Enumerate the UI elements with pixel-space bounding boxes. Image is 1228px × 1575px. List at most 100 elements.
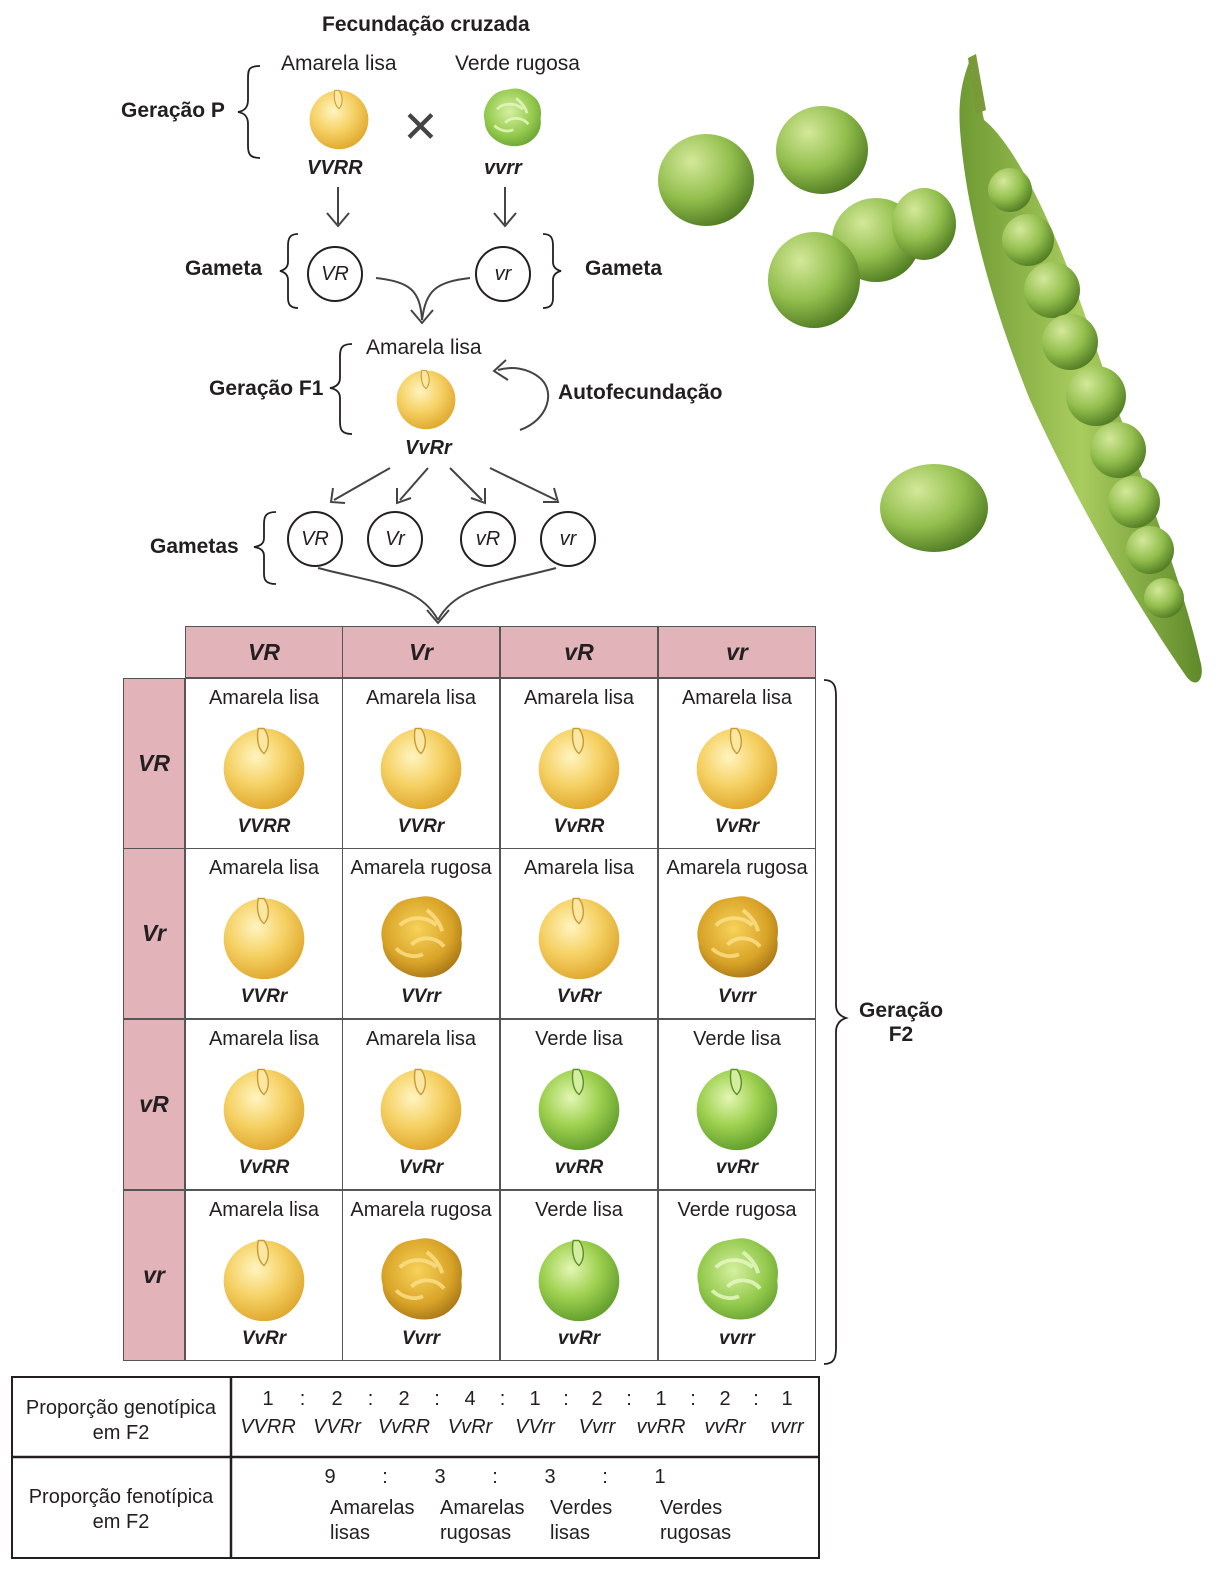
arrow <box>437 567 557 621</box>
column-header-gamete: Vr <box>342 626 500 678</box>
cell-genotype: VvRr <box>714 816 760 837</box>
gamete-left-label: Gameta <box>185 257 263 280</box>
cell-phenotype: Amarela lisa <box>365 1028 477 1050</box>
arrow <box>329 487 346 504</box>
ratio-separator: : <box>753 1388 759 1410</box>
genotypic-count: 2 <box>331 1388 343 1410</box>
cell-genotype: Vvrr <box>717 986 757 1007</box>
f2-label-line2: F2 <box>888 1023 914 1046</box>
cell-phenotype: Amarela lisa <box>365 687 477 709</box>
arrow <box>497 367 550 431</box>
cell-phenotype: Amarela rugosa <box>350 857 492 879</box>
brace <box>329 343 353 435</box>
cell-genotype: VVrr <box>401 986 441 1007</box>
row-header-gamete: vr <box>123 1190 185 1361</box>
genotypic-count: 1 <box>529 1388 541 1410</box>
cell-genotype: VvRr <box>398 1157 444 1178</box>
cross-icon: ✕ <box>402 103 439 152</box>
genotypic-count: 1 <box>262 1388 274 1410</box>
ratio-separator: : <box>367 1388 374 1410</box>
arrow <box>375 277 423 321</box>
phenotypic-ratio-label: Proporção fenotípica em F2 <box>14 1485 228 1535</box>
gametes-label: Gametas <box>150 535 239 558</box>
cell-phenotype: Amarela lisa <box>208 1028 320 1050</box>
pea-pod-photo <box>658 54 1202 683</box>
cell-phenotype: Amarela lisa <box>208 857 320 879</box>
ratio-separator: : <box>382 1466 388 1488</box>
gamete-right-label: Gameta <box>585 257 663 280</box>
cell-phenotype: Amarela lisa <box>523 687 635 709</box>
genotypic-label-line1: Proporção genotípica <box>25 1397 217 1419</box>
cell-phenotype: Amarela rugosa <box>350 1199 492 1221</box>
phenotypic-label-line1: Proporção fenotípica <box>28 1486 214 1508</box>
gamete-right-circle: vr <box>475 246 531 302</box>
cell-genotype: Vvrr <box>401 1328 441 1349</box>
genotypic-genotype: vvRR <box>636 1416 686 1438</box>
cell-phenotype: Verde lisa <box>693 1028 781 1050</box>
ratio-separator: : <box>626 1388 632 1410</box>
arrow <box>449 467 483 501</box>
brace <box>237 65 261 159</box>
phenotypic-count: 1 <box>654 1466 666 1488</box>
arrow <box>399 467 429 501</box>
cell-genotype: VvRr <box>241 1328 287 1349</box>
row-header-gamete: VR <box>123 678 185 849</box>
phenotypic-count: 3 <box>434 1466 446 1488</box>
selfing-label: Autofecundação <box>558 381 723 404</box>
f2-label-line1: Geração <box>859 999 944 1022</box>
ratio-table <box>11 1376 820 1559</box>
genotypic-genotype: Vvrr <box>578 1416 616 1438</box>
f1-generation-label: Geração F1 <box>209 377 324 400</box>
cell-genotype: VVRr <box>397 816 445 837</box>
brace <box>823 679 849 1365</box>
cell-phenotype: Amarela lisa <box>681 687 793 709</box>
brace <box>253 511 277 585</box>
arrow <box>396 488 412 505</box>
cell-genotype: vvRr <box>715 1157 759 1178</box>
f1-gamete-circle: vr <box>540 511 596 567</box>
genotypic-count: 1 <box>781 1388 793 1410</box>
cell-genotype: VVRR <box>237 816 291 837</box>
genotypic-count: 1 <box>655 1388 667 1410</box>
cell-phenotype: Amarela rugosa <box>666 857 808 879</box>
phenotypic-count: 3 <box>544 1466 556 1488</box>
arrow <box>410 309 434 325</box>
cell-genotype: vvRr <box>557 1328 601 1349</box>
cell-phenotype: Verde lisa <box>535 1199 623 1221</box>
parent-left-genotype: VVRR <box>307 157 363 179</box>
cell-phenotype: Verde rugosa <box>677 1199 797 1221</box>
cell-genotype: VVRr <box>240 986 288 1007</box>
cell-phenotype: Amarela lisa <box>208 687 320 709</box>
ratio-separator: : <box>602 1466 608 1488</box>
column-header-gamete: vr <box>658 626 816 678</box>
cell-genotype: VvRR <box>238 1157 290 1178</box>
f1-gamete-circle: VR <box>287 511 343 567</box>
ratio-separator: : <box>492 1466 498 1488</box>
brace <box>542 233 562 309</box>
genotypic-count: 2 <box>719 1388 731 1410</box>
genotypic-genotype: VvRr <box>447 1416 493 1438</box>
ratio-separator: : <box>563 1388 569 1410</box>
row-header-gamete: Vr <box>123 848 185 1019</box>
cell-genotype: VvRr <box>556 986 602 1007</box>
genotypic-genotype: VVRR <box>240 1416 296 1438</box>
arrow <box>492 359 509 381</box>
gamete-left-circle: VR <box>307 246 363 302</box>
ratio-separator: : <box>499 1388 506 1410</box>
genotypic-genotype: VvRR <box>377 1416 431 1438</box>
p-generation-label: Geração P <box>121 99 225 122</box>
arrow <box>489 467 557 501</box>
parent-right-phenotype: Verde rugosa <box>455 52 580 75</box>
genotypic-count: 2 <box>591 1388 603 1410</box>
